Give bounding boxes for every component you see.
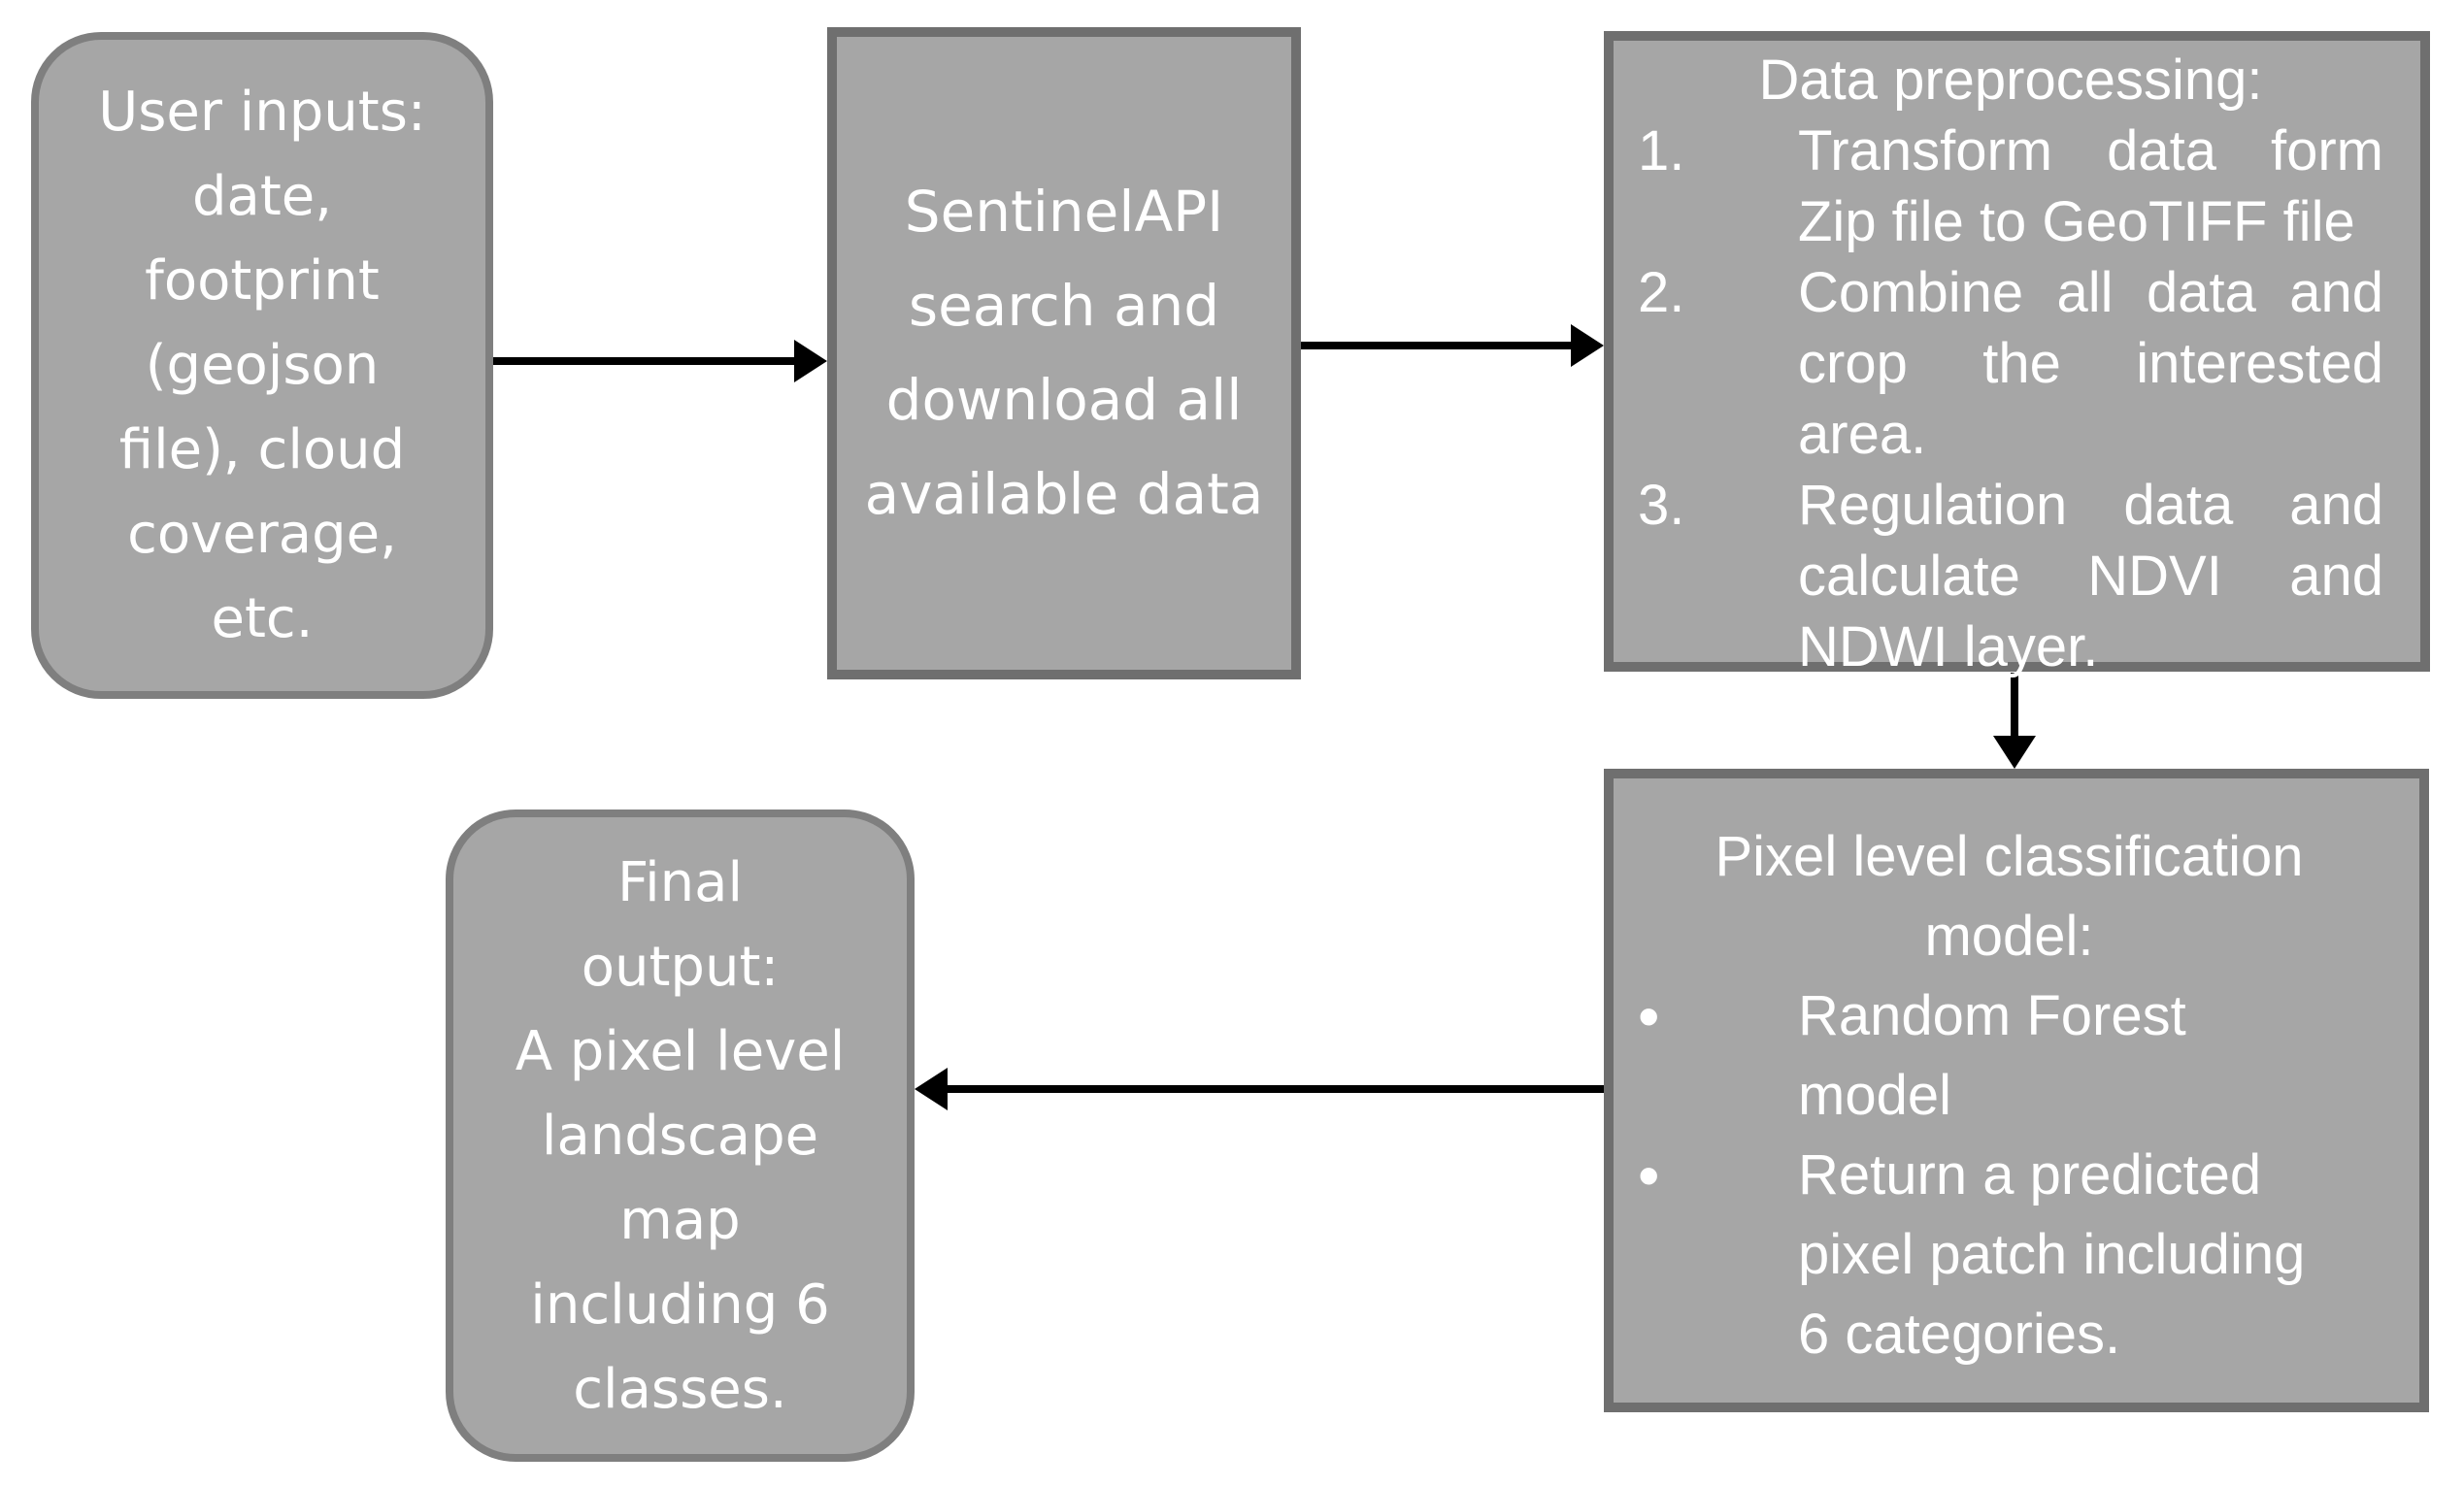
node-final-output-line: landscape bbox=[541, 1104, 819, 1168]
item-line: Return a predicted bbox=[1798, 1143, 2262, 1206]
bullet-item: • Random Forest model bbox=[1638, 976, 2381, 1136]
node-final-output-line: output: bbox=[581, 935, 780, 999]
bullet-icon: • bbox=[1638, 1140, 1660, 1210]
node-classification-model: Pixel level classification model: • Rand… bbox=[1604, 769, 2429, 1412]
node-user-inputs-line: file), cloud bbox=[118, 418, 406, 481]
node-user-inputs-line: (geojson bbox=[145, 334, 380, 397]
bullet-item: • Return a predicted pixel patch includi… bbox=[1638, 1136, 2381, 1374]
node-final-output: Final output: A pixel level landscape ma… bbox=[446, 810, 915, 1462]
node-sentinel-api-line: download all bbox=[885, 367, 1243, 433]
node-user-inputs-line: etc. bbox=[211, 587, 314, 650]
node-data-preprocessing-title: Data preprocessing: bbox=[1758, 49, 2263, 112]
node-sentinel-api-line: available data bbox=[864, 461, 1264, 527]
node-sentinel-api: SentinelAPI search and download all avai… bbox=[827, 27, 1301, 679]
node-sentinel-api-line: search and bbox=[908, 273, 1220, 339]
arrow-classification-to-final-output bbox=[915, 1068, 1604, 1110]
node-final-output-line: classes. bbox=[573, 1357, 787, 1421]
arrow-sentinel-api-to-preprocessing bbox=[1301, 324, 1604, 367]
item-line: area. bbox=[1798, 403, 1927, 466]
bullet-icon: • bbox=[1638, 981, 1660, 1051]
list-number: 1. bbox=[1638, 119, 1685, 182]
list-number: 3. bbox=[1638, 474, 1685, 537]
item-line: NDWI layer. bbox=[1798, 615, 2099, 678]
node-sentinel-api-line: SentinelAPI bbox=[904, 179, 1224, 245]
node-user-inputs-line: coverage, bbox=[127, 503, 397, 566]
node-final-output-line: map bbox=[619, 1188, 741, 1252]
node-final-output-line: Final bbox=[616, 850, 744, 914]
node-classification-title-line: model: bbox=[1924, 905, 2094, 968]
node-final-output-line: including 6 bbox=[530, 1272, 830, 1337]
node-classification-title-line: Pixel level classification bbox=[1715, 825, 2304, 888]
list-number: 2. bbox=[1638, 261, 1685, 324]
arrow-preprocessing-to-classification bbox=[1993, 673, 2036, 769]
item-line: pixel patch including bbox=[1798, 1223, 2306, 1286]
node-user-inputs-line: User inputs: bbox=[98, 81, 426, 144]
node-user-inputs: User inputs: date, footprint (geojson fi… bbox=[31, 32, 493, 699]
item-line: Random Forest bbox=[1798, 984, 2186, 1047]
item-line: Zip file to GeoTIFF file bbox=[1798, 190, 2355, 253]
node-user-inputs-line: date, bbox=[191, 165, 333, 228]
item-line: 6 categories. bbox=[1798, 1303, 2121, 1366]
node-final-output-line: A pixel level bbox=[515, 1019, 846, 1083]
node-user-inputs-line: footprint bbox=[145, 249, 380, 313]
item-line: model bbox=[1798, 1064, 1951, 1127]
arrow-user-inputs-to-sentinel-api bbox=[493, 340, 827, 382]
